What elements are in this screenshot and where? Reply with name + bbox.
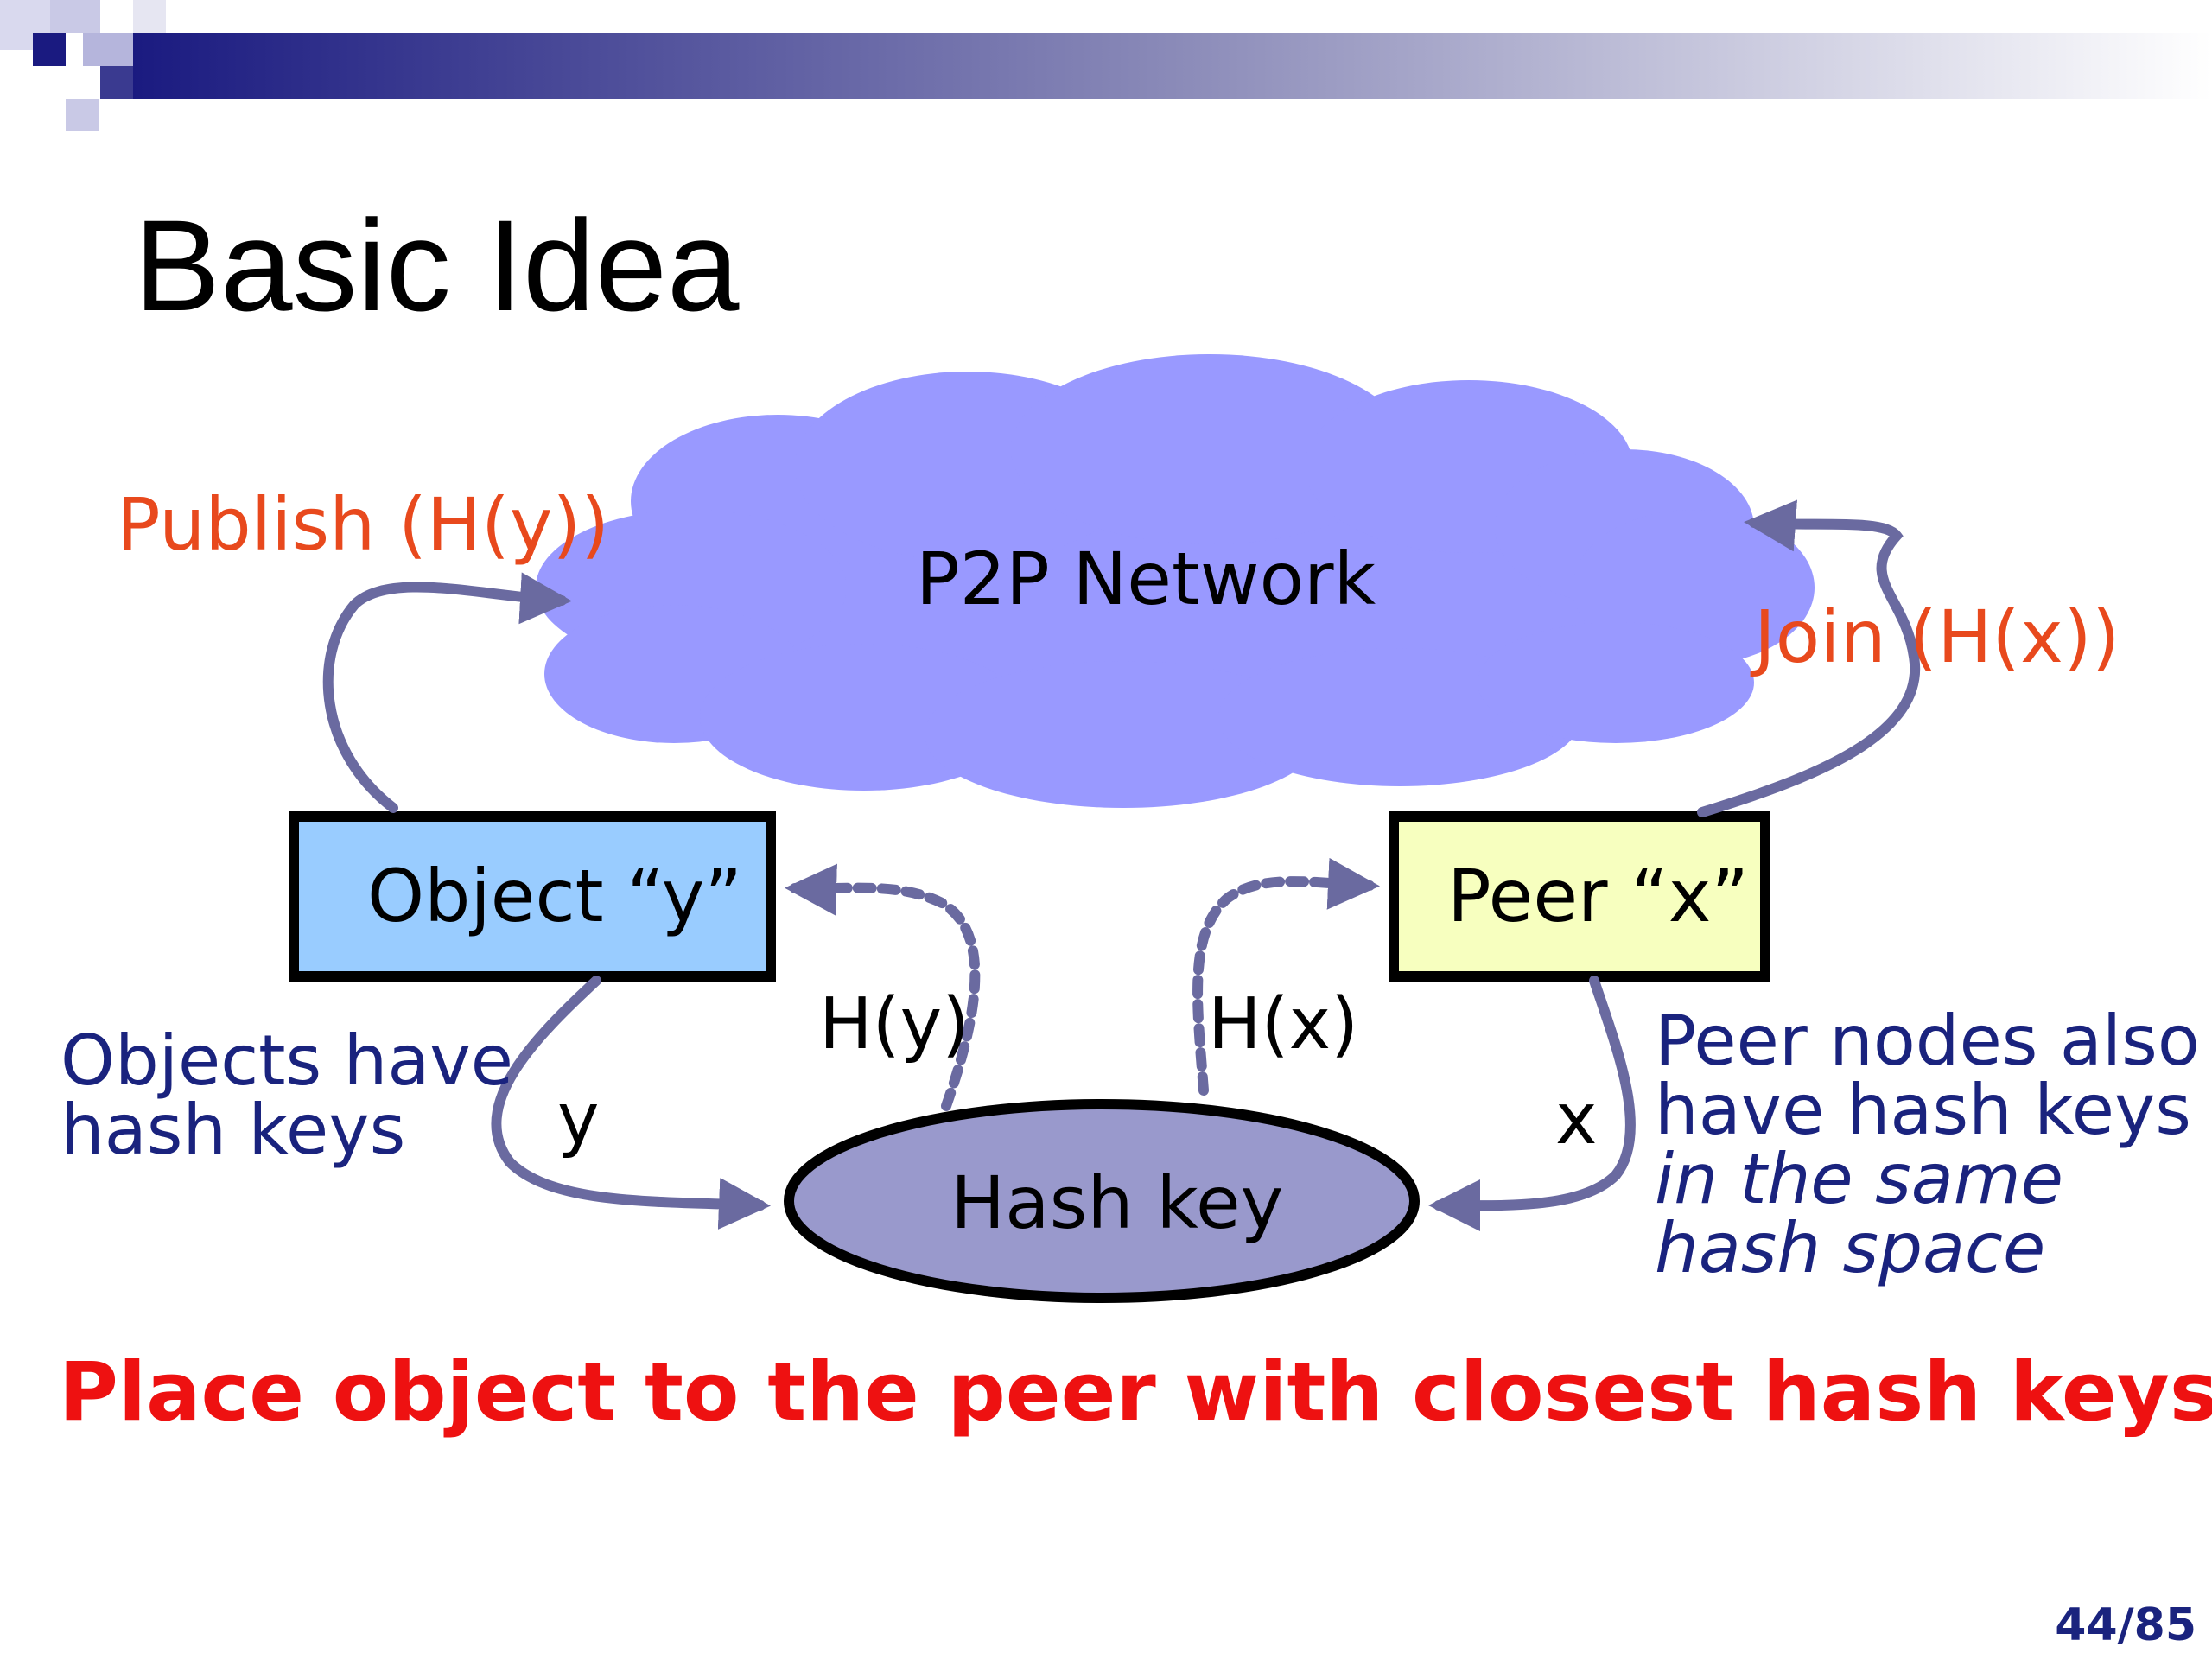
objects-note-line-2: hash keys — [60, 1090, 406, 1170]
peers-note-line-4: hash space — [1655, 1208, 2046, 1288]
object-box-label: Object “y” — [367, 854, 743, 938]
hash-key-ellipse — [784, 1099, 1420, 1303]
join-label: Join (H(x)) — [1754, 594, 2120, 679]
cloud-label: P2P Network — [916, 537, 1376, 621]
publish-arrow — [322, 572, 572, 813]
peers-note-line-3: in the same — [1655, 1139, 2063, 1219]
peers-note-line-2: have hash keys — [1655, 1070, 2191, 1150]
header-banner — [0, 0, 2212, 131]
hash-key-label: Hash key — [950, 1160, 1284, 1245]
y-arrow — [491, 976, 771, 1230]
hx-label: H(x) — [1208, 983, 1359, 1065]
hx-dotted-arrow — [1192, 857, 1380, 1096]
peers-note-line-1: Peer nodes also — [1655, 1001, 2200, 1081]
hy-label: H(y) — [819, 983, 970, 1065]
peers-note: Peer nodes also have hash keys in the sa… — [1655, 1007, 2200, 1283]
peer-box — [1389, 811, 1770, 982]
y-label: y — [557, 1078, 600, 1160]
peer-box-label: Peer “x” — [1447, 854, 1750, 938]
p2p-network-cloud — [536, 354, 1815, 808]
objects-note-line-1: Objects have — [60, 1020, 513, 1101]
object-box — [289, 811, 776, 982]
x-arrow — [1428, 976, 1636, 1232]
page-number: 44/85 — [2055, 1599, 2196, 1651]
slide-title: Basic Idea — [134, 193, 740, 338]
hy-dotted-arrow — [785, 863, 981, 1111]
x-label: x — [1555, 1078, 1598, 1160]
objects-note: Objects have hash keys — [60, 1027, 513, 1165]
publish-label: Publish (H(y)) — [117, 482, 610, 567]
conclusion-text: Place object to the peer with closest ha… — [59, 1345, 2212, 1440]
join-arrow — [1697, 499, 1921, 817]
